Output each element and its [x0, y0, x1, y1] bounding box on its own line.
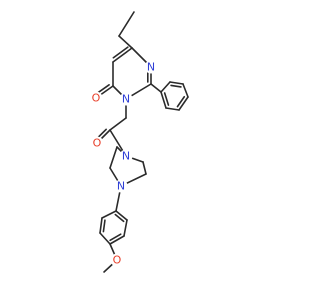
bond-18 — [176, 95, 186, 108]
atom-o-amide: O — [90, 136, 104, 150]
bond-21 — [163, 92, 170, 106]
molecule-structure: O N N O N N O — [89, 11, 189, 273]
atom-o-carbonyl-ring: O — [89, 91, 103, 105]
bond-19 — [165, 107, 180, 111]
bond-39 — [99, 232, 111, 245]
atom-n-piperazine-bottom: N — [114, 179, 128, 193]
atom-n-ring-upper: N — [144, 60, 158, 74]
bond-35 — [114, 213, 125, 223]
bond-40 — [99, 217, 103, 234]
bond-12 — [150, 83, 162, 93]
bond-14 — [169, 81, 184, 85]
bond-36 — [123, 219, 128, 237]
molecule-canvas: O N N O N N O — [89, 11, 189, 273]
atom-label-o-carbonyl-ring: O — [92, 92, 101, 105]
bond-37 — [109, 235, 125, 245]
bond-41 — [102, 219, 106, 233]
atom-label-n-piperazine-bottom: N — [117, 180, 125, 193]
bond-34 — [115, 210, 128, 221]
bond-28 — [142, 161, 147, 175]
bond-17 — [178, 96, 189, 111]
bond-15 — [170, 84, 182, 88]
bond-0 — [118, 11, 135, 37]
atom-label-n-piperazine-top: N — [122, 150, 130, 163]
bond-16 — [182, 83, 189, 98]
bond-3 — [112, 46, 129, 59]
bond-1 — [118, 35, 133, 49]
atom-o-methoxy: O — [110, 253, 124, 267]
atom-label-n-ring-upper: N — [147, 61, 155, 74]
bond-13 — [160, 81, 171, 93]
atom-label-o-amide: O — [93, 137, 102, 150]
bond-20 — [160, 91, 167, 109]
bond-layer — [95, 11, 189, 273]
bond-31 — [109, 146, 118, 169]
bond-38 — [109, 233, 122, 242]
bond-42 — [101, 210, 117, 219]
atom-n-piperazine-top: N — [119, 149, 133, 163]
atom-label-layer: O N N O N N O — [89, 60, 158, 267]
atom-label-o-methoxy: O — [113, 254, 122, 267]
atom-label-n-ring-lower: N — [122, 93, 130, 106]
bond-2 — [112, 47, 133, 63]
atom-n-ring-lower: N — [119, 92, 133, 106]
bond-23 — [109, 117, 127, 131]
